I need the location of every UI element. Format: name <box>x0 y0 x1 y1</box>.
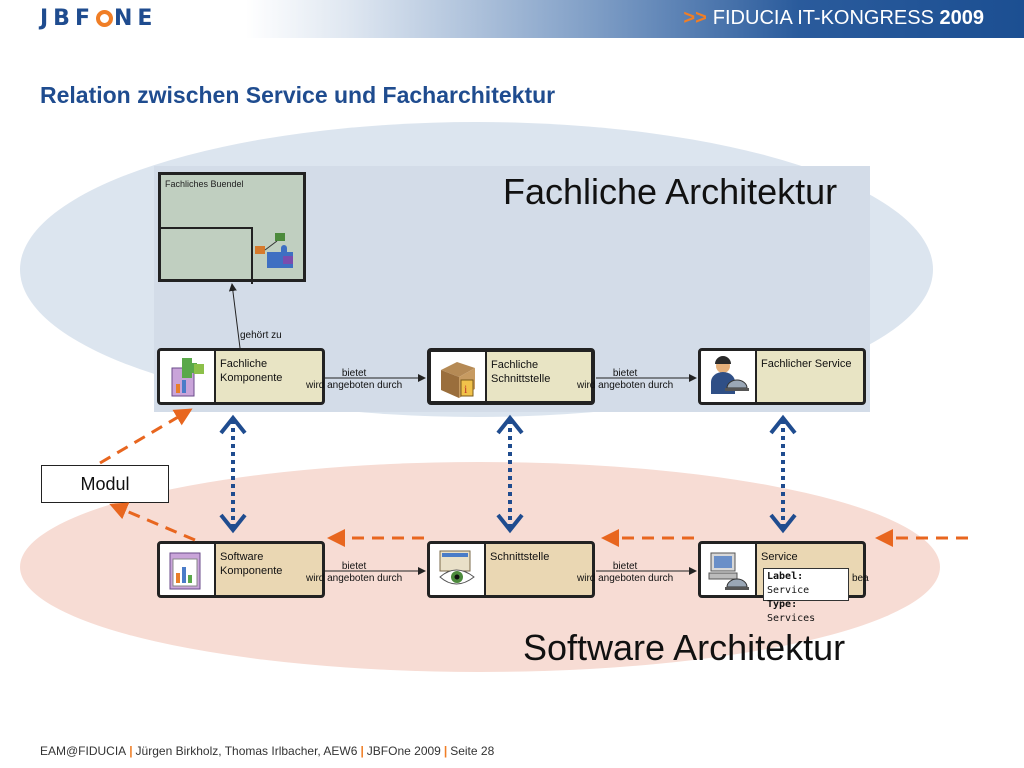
vertical-link-3 <box>769 414 797 534</box>
gehoert-zu-label: gehört zu <box>240 330 282 341</box>
truncated-edge-label: bea <box>852 573 869 584</box>
fachlicher-service-label: Fachlicher Service <box>761 358 852 370</box>
software-komponente-label: Software Komponente <box>220 551 283 577</box>
service-label: Service <box>761 551 798 563</box>
orange-arrow-modul-up <box>99 408 193 465</box>
component-puzzle-icon <box>160 351 216 402</box>
fachliche-architektur-label: Fachliche Architektur <box>503 171 838 212</box>
congress-title: >>FIDUCIA IT-KONGRESS 2009 <box>683 7 984 30</box>
footer-org: EAM@FIDUCIA <box>40 744 127 758</box>
fachliche-komponente-label: Fachliche Komponente <box>220 358 283 384</box>
software-komponente-node[interactable]: Software Komponente <box>157 541 325 598</box>
vertical-link-2 <box>496 414 524 534</box>
tooltip-label-value: Service <box>767 585 810 596</box>
page-title: Relation zwischen Service und Facharchit… <box>40 82 556 108</box>
footer: EAM@FIDUCIA|Jürgen Birkholz, Thomas Irlb… <box>40 744 495 758</box>
bundle-inner-frame <box>161 227 253 284</box>
service-person-icon <box>701 351 757 402</box>
tooltip-type-value: Services <box>767 613 816 624</box>
vertical-link-1 <box>219 414 247 534</box>
bundle-title: Fachliches Buendel <box>165 179 244 189</box>
software-edge-1-label: bietet wird angeboten durch <box>306 561 403 584</box>
gehoert-zu-arrow <box>228 283 241 349</box>
footer-page: Seite 28 <box>450 744 495 758</box>
schnittstelle-node[interactable]: Schnittstelle <box>427 541 595 598</box>
fachliche-schnittstelle-label: Fachliche Schnittstelle <box>491 359 551 385</box>
congress-arrows: >> <box>683 7 707 29</box>
orange-arrow-to-modul <box>109 502 196 542</box>
fachliche-schnittstelle-node[interactable]: i Fachliche Schnittstelle <box>427 348 595 405</box>
software-architektur-label: Software Architektur <box>523 627 846 668</box>
congress-name: FIDUCIA IT-KONGRESS <box>712 7 934 29</box>
fachliches-buendel-node[interactable]: Fachliches Buendel <box>158 172 306 284</box>
footer-project: JBFOne 2009 <box>366 744 441 758</box>
eye-interface-icon <box>430 544 486 595</box>
fachlicher-service-node[interactable]: Fachlicher Service <box>698 348 866 405</box>
software-edge-2-label: bietet wird angeboten durch <box>577 561 674 584</box>
computer-service-icon <box>701 544 757 595</box>
svg-text:i: i <box>464 382 468 396</box>
schnittstelle-label: Schnittstelle <box>490 551 550 563</box>
puzzle-network-icon <box>255 233 293 268</box>
tooltip-label-key: Label: <box>767 571 804 582</box>
fachliche-edge-1-label: bietet wird angeboten durch <box>306 368 403 391</box>
fachliche-edge-2-label: bietet wird angeboten durch <box>577 368 674 391</box>
service-tooltip: Label: Service Type: Services <box>763 568 849 624</box>
modul-box[interactable]: Modul <box>41 465 169 503</box>
software-component-icon <box>160 544 216 595</box>
footer-authors: Jürgen Birkholz, Thomas Irlbacher, AEW6 <box>135 744 358 758</box>
box-interface-icon: i <box>431 352 487 401</box>
service-node[interactable]: Service <box>698 541 866 598</box>
congress-year: 2009 <box>939 7 985 29</box>
fachliche-komponente-node[interactable]: Fachliche Komponente <box>157 348 325 405</box>
tooltip-type-key: Type: <box>767 599 798 610</box>
